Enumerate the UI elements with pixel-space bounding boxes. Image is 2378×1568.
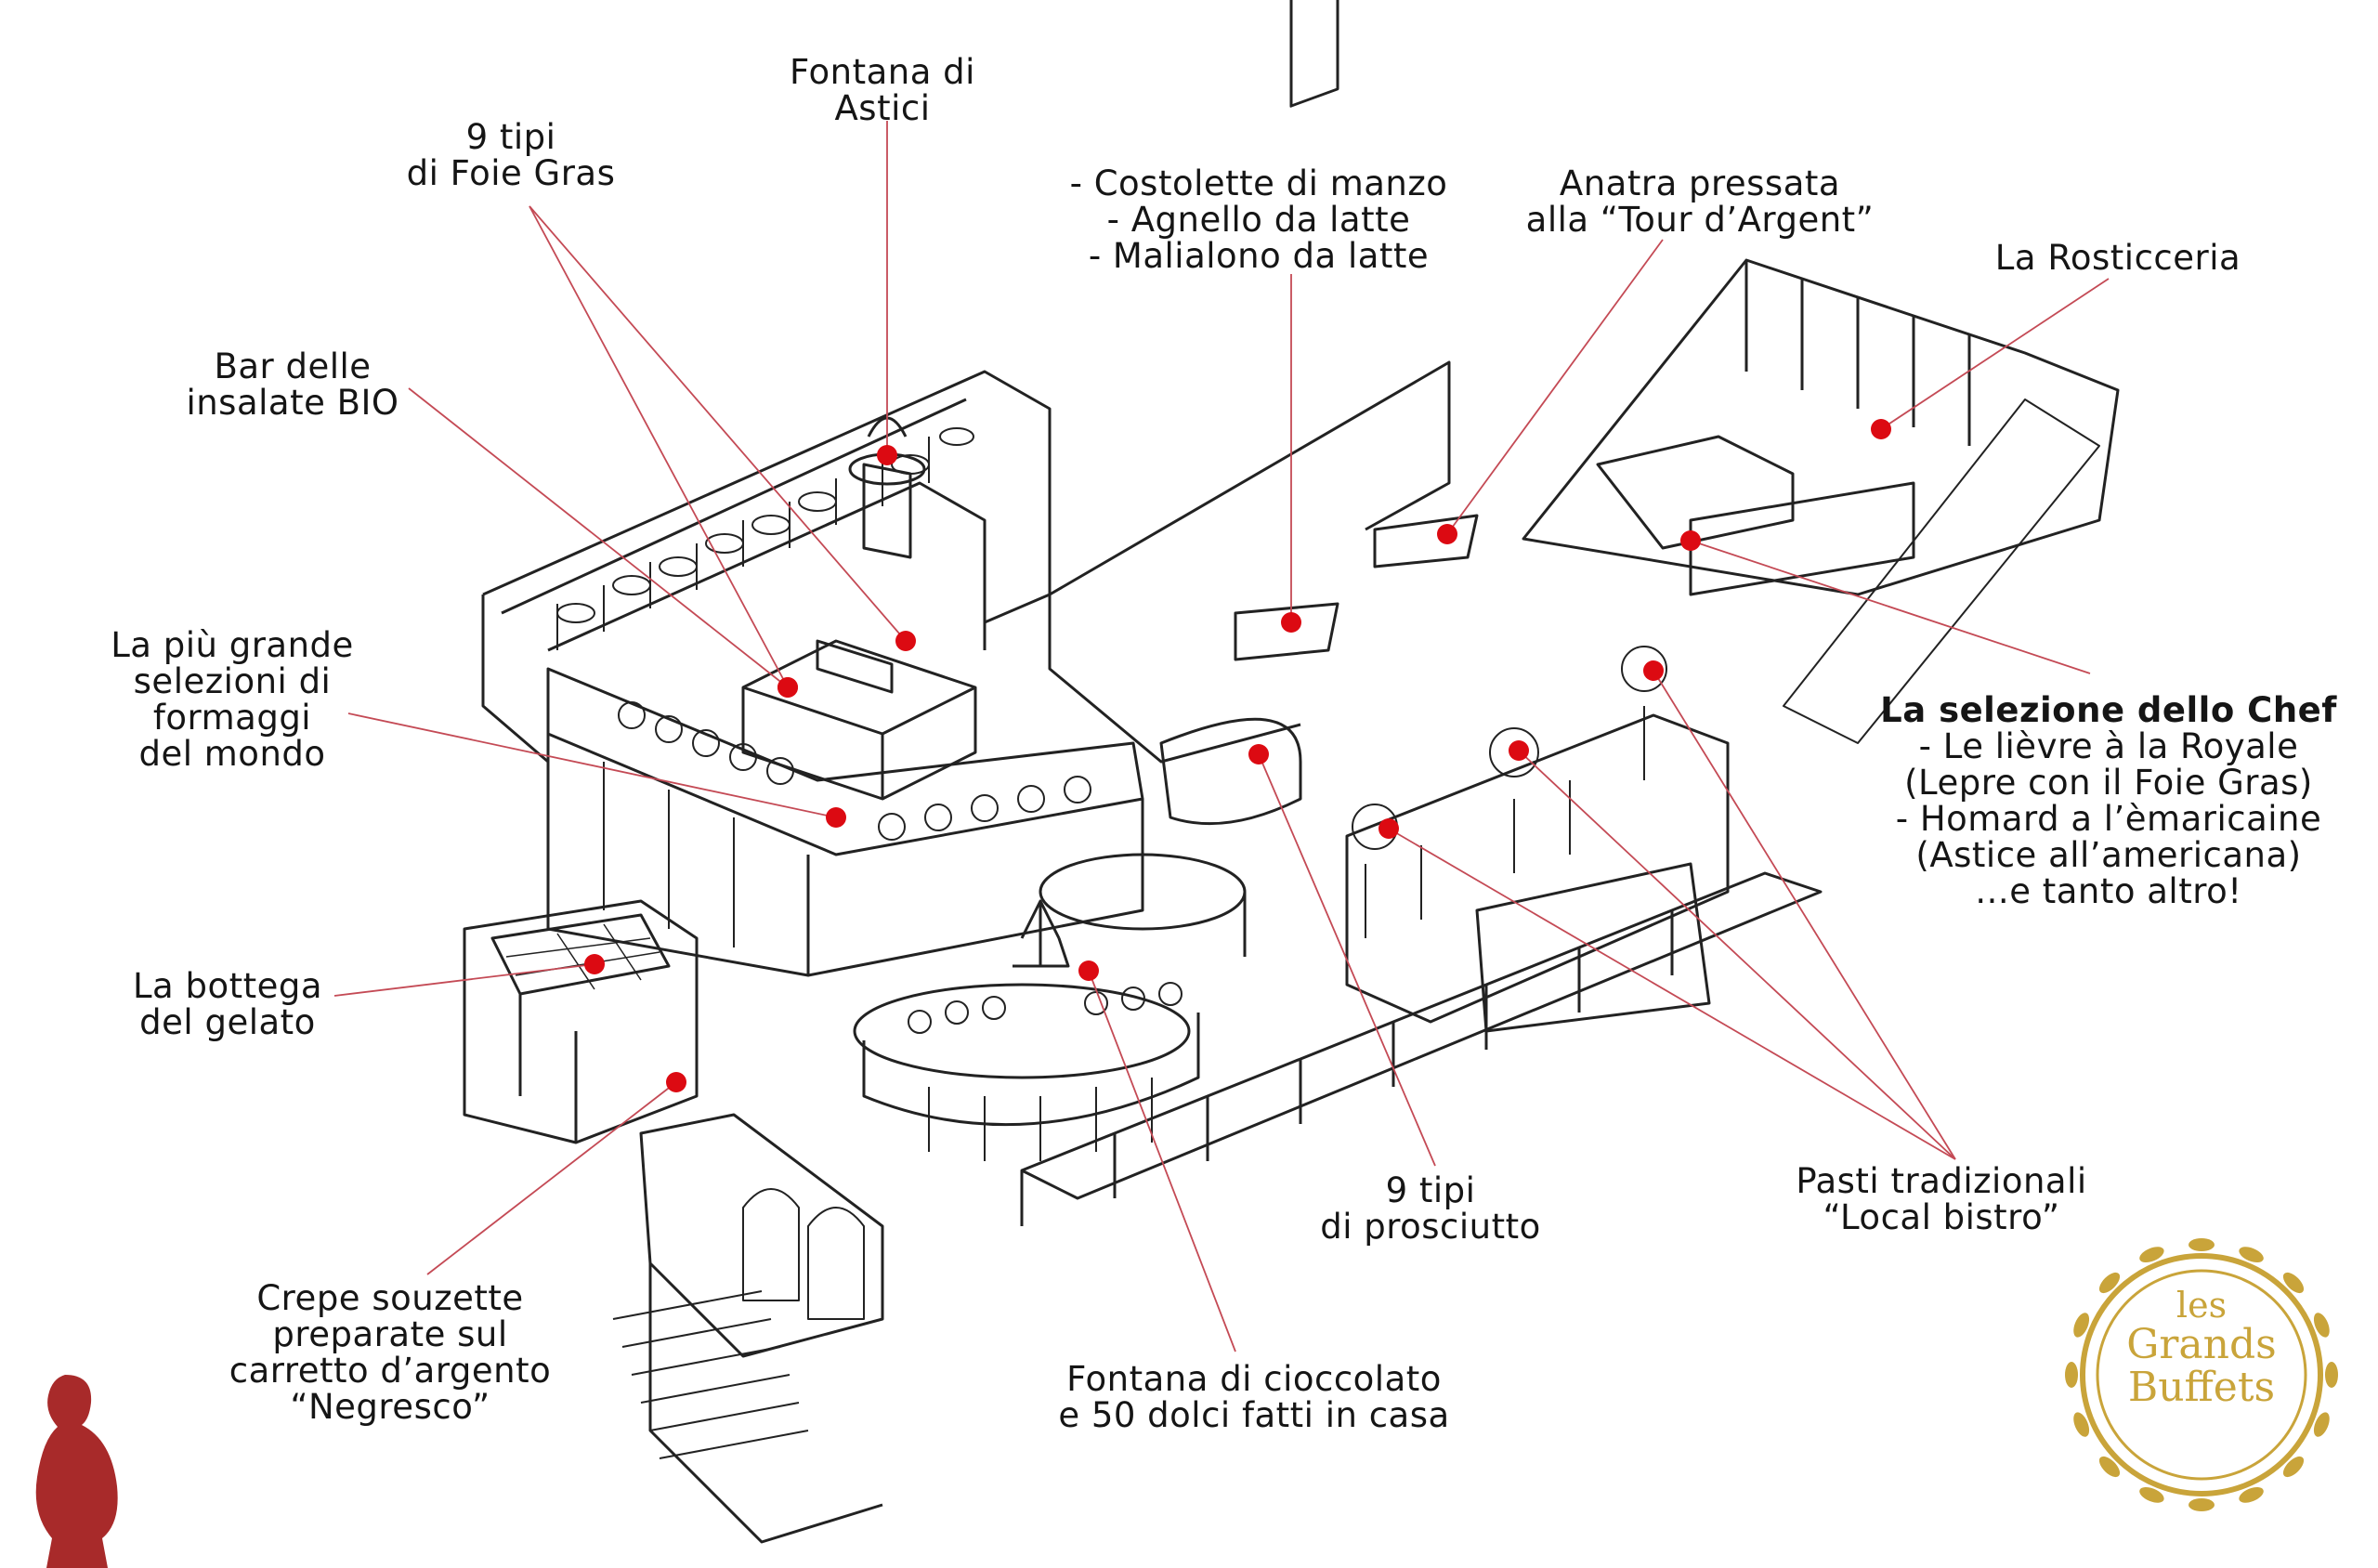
logo-leaf-ornament bbox=[2098, 1456, 2121, 1478]
leader-line-prosciutto bbox=[1258, 753, 1436, 1167]
marker-dot-foie-gras bbox=[895, 631, 916, 651]
logo-leaf-ornament bbox=[2098, 1272, 2121, 1294]
leader-line-rosticceria bbox=[1880, 278, 2110, 430]
marker-dot-gelato bbox=[584, 954, 605, 974]
logo-leaf-ornament bbox=[2189, 1238, 2215, 1251]
label-bistro: Pasti tradizionali“Local bistro” bbox=[1796, 1161, 2087, 1237]
marker-dot-chef bbox=[1680, 530, 1701, 551]
logo-leaf-ornament bbox=[2073, 1313, 2090, 1338]
marker-dot-fontana-astici bbox=[877, 445, 897, 465]
marker-dot-anatra bbox=[1437, 524, 1457, 544]
logo-leaf-ornament bbox=[2313, 1313, 2330, 1338]
leader-line-bistro-2 bbox=[1518, 750, 1956, 1160]
label-rosticceria: La Rosticceria bbox=[1994, 238, 2241, 278]
marker-dot-bistro-3 bbox=[1378, 818, 1399, 839]
les-grands-buffets-logo bbox=[2065, 1238, 2338, 1511]
logo-leaf-ornament bbox=[2065, 1362, 2078, 1388]
leader-line-cioccolato bbox=[1088, 970, 1236, 1352]
leader-line-gelato bbox=[333, 963, 595, 997]
leader-line-crepe bbox=[426, 1081, 677, 1275]
chef-silhouette-icon bbox=[35, 1375, 118, 1568]
logo-leaf-ornament bbox=[2282, 1272, 2305, 1294]
logo-leaf-ornament bbox=[2189, 1498, 2215, 1511]
logo-leaf-ornament bbox=[2325, 1362, 2338, 1388]
marker-dot-formaggi bbox=[826, 807, 846, 828]
logo-leaf-ornament bbox=[2239, 1247, 2264, 1263]
logo-leaf-ornament bbox=[2139, 1486, 2164, 1503]
marker-dot-costolette bbox=[1281, 612, 1301, 633]
leader-line-anatra bbox=[1446, 239, 1664, 535]
logo-leaf-ornament bbox=[2073, 1412, 2090, 1437]
logo-wordmark: les Grands Buffets bbox=[2126, 1285, 2277, 1411]
marker-dot-prosciutto bbox=[1248, 744, 1269, 764]
marker-dot-bistro-2 bbox=[1509, 740, 1529, 761]
label-costolette: - Costolette di manzo- Agnello da latte-… bbox=[1069, 163, 1448, 276]
leader-line-bistro-3 bbox=[1388, 828, 1956, 1160]
leader-line-bistro-1 bbox=[1653, 670, 1956, 1160]
leader-line-foie-gras-2 bbox=[529, 205, 789, 688]
floor-plan-sketch bbox=[463, 0, 2120, 1544]
marker-dot-crepe bbox=[666, 1072, 686, 1092]
marker-dot-bistro-1 bbox=[1643, 660, 1664, 681]
leader-line-insalate bbox=[408, 387, 789, 688]
marker-dot-insalate bbox=[777, 677, 798, 698]
logo-leaf-ornament bbox=[2239, 1486, 2264, 1503]
logo-leaf-ornament bbox=[2313, 1412, 2330, 1437]
leader-line-formaggi bbox=[347, 712, 837, 818]
logo-leaf-ornament bbox=[2139, 1247, 2164, 1263]
leader-line-foie-gras bbox=[529, 205, 907, 642]
leader-lines bbox=[333, 121, 2110, 1352]
marker-dot-rosticceria bbox=[1871, 419, 1891, 439]
marker-dot-cioccolato bbox=[1078, 960, 1099, 981]
logo-leaf-ornament bbox=[2282, 1456, 2305, 1478]
markers bbox=[584, 419, 1891, 1092]
leader-line-chef bbox=[1690, 540, 2091, 674]
label-chef-selection: La selezione dello Chef - Le lièvre à la… bbox=[1880, 690, 2337, 911]
